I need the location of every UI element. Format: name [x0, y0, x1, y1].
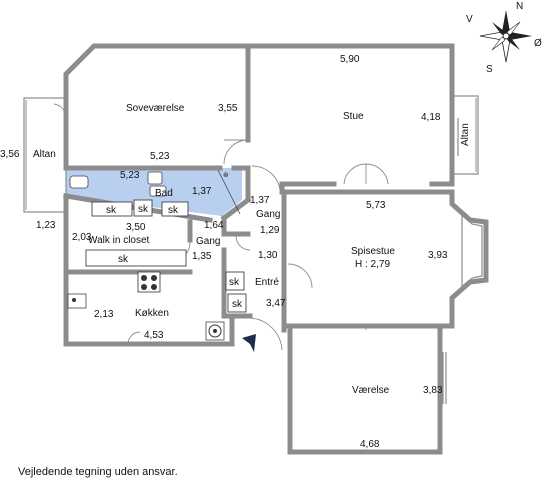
- room-kokken: Køkken: [135, 308, 169, 319]
- compass-n: N: [516, 1, 523, 12]
- dim-5-23-b: 5,23: [120, 170, 140, 181]
- dim-2-13: 2,13: [94, 309, 114, 320]
- dim-1-64: 1,64: [204, 220, 224, 231]
- cabinet-box: [133, 199, 153, 217]
- room-walk-in-closet: Walk in closet: [88, 235, 150, 246]
- cabinet-label: sk: [106, 205, 117, 216]
- dim-1-23: 1,23: [36, 220, 56, 231]
- room-sovevaerelse: Soveværelse: [126, 103, 185, 114]
- cabinet-box: [91, 201, 133, 217]
- dim-3-50: 3,50: [126, 222, 146, 233]
- dim-3-47: 3,47: [266, 298, 286, 309]
- shower-divider: [217, 169, 241, 215]
- toilet-icon: [69, 175, 89, 189]
- dim-5-90: 5,90: [340, 54, 360, 65]
- dim-4-68: 4,68: [360, 439, 380, 450]
- cabinet-label: sk: [232, 299, 243, 310]
- cabinet-box: [85, 249, 187, 267]
- bathroom-fixtures: ⊛: [69, 169, 241, 215]
- room-bad: Bad: [155, 188, 173, 199]
- dim-1-29: 1,29: [260, 225, 280, 236]
- dim-1-37-b: 1,37: [250, 195, 270, 206]
- sink-icon: [67, 293, 87, 309]
- dim-3-93: 3,93: [428, 250, 448, 261]
- dim-5-23-a: 5,23: [150, 151, 170, 162]
- dim-3-83: 3,83: [423, 385, 443, 396]
- room-gang-upper: Gang: [256, 209, 280, 220]
- bay-window: [455, 207, 483, 295]
- dim-3-56: 3,56: [0, 149, 20, 160]
- cabinet-box: [225, 271, 245, 291]
- room-altan-right: Altan: [460, 123, 471, 146]
- cabinet-label: sk: [229, 277, 240, 288]
- cabinet-box: [161, 201, 189, 217]
- dim-4-18: 4,18: [421, 112, 441, 123]
- room-stue: Stue: [343, 111, 364, 122]
- room-gang-lower: Gang: [196, 236, 220, 247]
- cabinet-label: sk: [138, 204, 149, 215]
- dim-1-37-a: 1,37: [192, 186, 212, 197]
- dim-2-03: 2,03: [72, 232, 92, 243]
- cabinets: [85, 199, 247, 313]
- room-vaerelse: Værelse: [352, 385, 390, 396]
- entrance-arrow-icon: [242, 334, 256, 352]
- dim-3-55: 3,55: [218, 103, 238, 114]
- room-altan-left: Altan: [33, 149, 56, 160]
- cabinet-box: [227, 293, 247, 313]
- room-spisestue-height: H : 2,79: [355, 259, 390, 270]
- shower-icon: ⊛: [223, 171, 229, 179]
- compass-rose-icon: [479, 10, 532, 63]
- dim-1-30: 1,30: [258, 250, 278, 261]
- dim-4-53: 4,53: [144, 330, 164, 341]
- compass-s: S: [486, 64, 493, 75]
- compass-o: Ø: [534, 38, 542, 49]
- disclaimer-text: Vejledende tegning uden ansvar.: [18, 466, 178, 478]
- sink-icon: [149, 185, 167, 197]
- sink-icon: [147, 171, 163, 185]
- cabinet-label: sk: [118, 254, 129, 265]
- compass-v: V: [466, 14, 473, 25]
- kitchen-fixtures: [67, 271, 225, 341]
- dim-5-73: 5,73: [366, 200, 386, 211]
- room-spisestue: Spisestue: [351, 246, 395, 257]
- windows: [442, 118, 459, 404]
- cabinet-label: sk: [168, 205, 179, 216]
- stove-icon: [137, 271, 161, 293]
- dim-1-35: 1,35: [192, 251, 212, 262]
- room-entre: Entré: [255, 277, 279, 288]
